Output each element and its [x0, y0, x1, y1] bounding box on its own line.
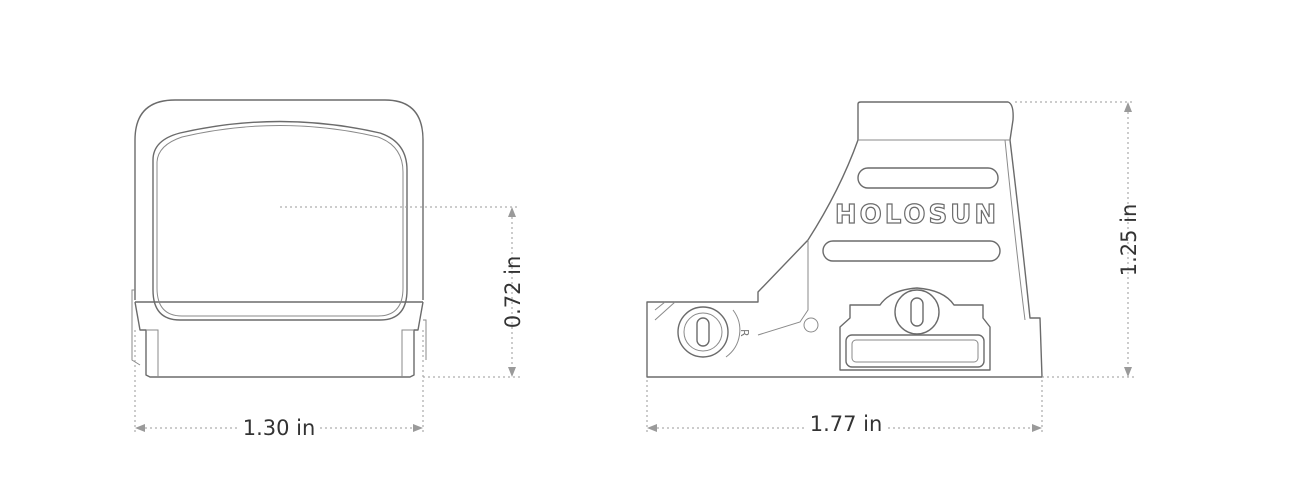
- front-mount-base: [134, 301, 424, 378]
- length-label: 1.77 in: [810, 412, 883, 436]
- battery-bracket: [839, 287, 991, 371]
- height-label: 1.25 in: [1117, 204, 1141, 277]
- side-view: HOLOSUN R: [646, 101, 1043, 378]
- front-dimensions: 0.72 in 1.30 in: [134, 206, 525, 440]
- holosun-logo: HOLOSUN: [835, 200, 999, 230]
- front-housing-outline: [134, 99, 424, 303]
- side-dimensions: 1.25 in 1.77 in: [646, 101, 1141, 436]
- window-height-label: 0.72 in: [501, 256, 525, 329]
- side-housing-outline: [646, 101, 1043, 378]
- width-label: 1.30 in: [243, 416, 316, 440]
- adjustment-knob: R: [677, 306, 751, 358]
- front-view: [131, 99, 427, 378]
- upper-slot: [857, 167, 999, 189]
- knob-mark: R: [738, 329, 751, 337]
- screw-icon: [803, 317, 819, 333]
- lower-slot: [822, 240, 1001, 262]
- front-window: [152, 120, 408, 321]
